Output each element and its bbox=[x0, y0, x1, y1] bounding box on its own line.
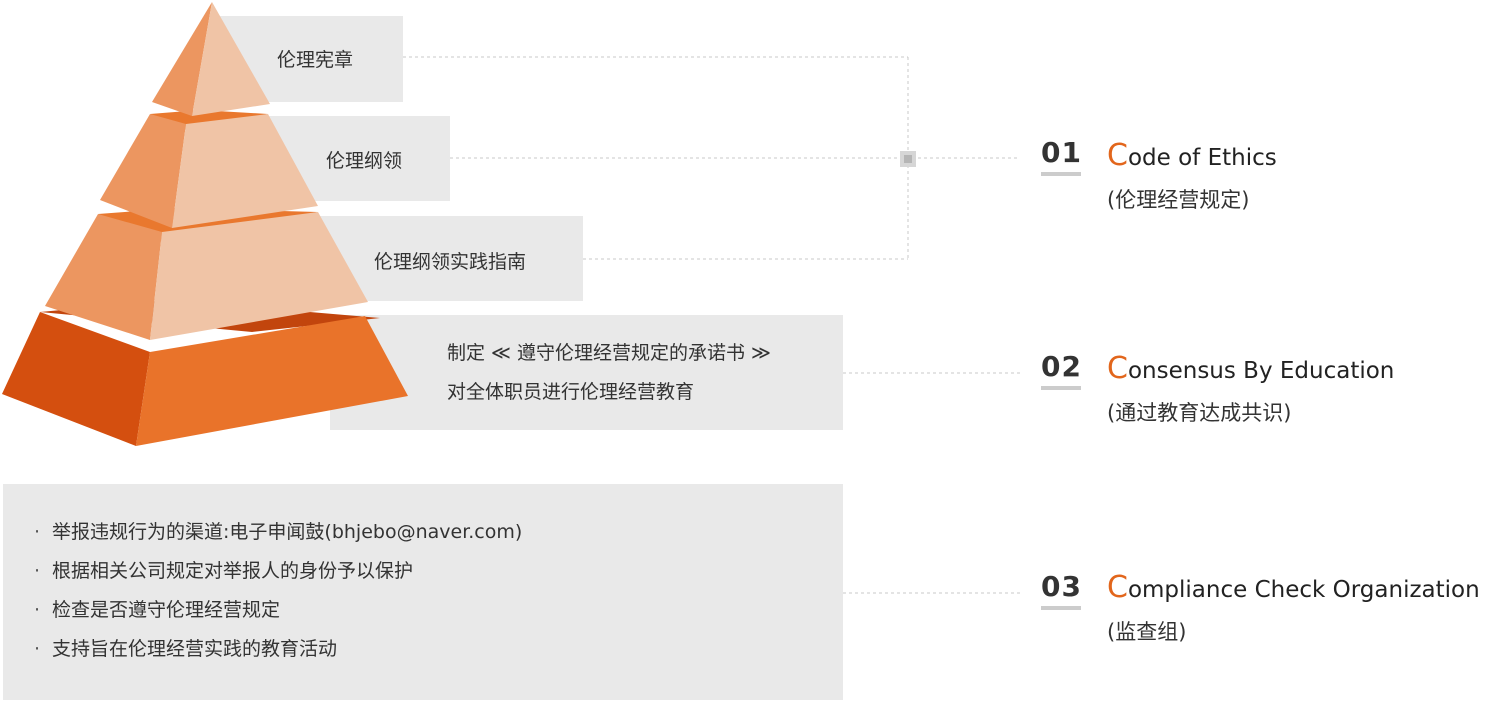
category-02-subtitle: (通过教育达成共识) bbox=[1107, 401, 1292, 425]
category-03-underline bbox=[1041, 606, 1081, 610]
pyramid bbox=[2, 2, 408, 446]
category-01-underline bbox=[1041, 172, 1081, 176]
bullet-icon: · bbox=[34, 560, 41, 582]
category-01-title: Code of Ethics bbox=[1107, 138, 1277, 173]
list-item: ·根据相关公司规定对举报人的身份予以保护 bbox=[34, 552, 522, 591]
category-03-subtitle: (监查组) bbox=[1107, 620, 1187, 644]
bullet-icon: · bbox=[34, 599, 41, 621]
level4-text: 制定 ≪ 遵守伦理经营规定的承诺书 ≫ 对全体职员进行伦理经营教育 bbox=[447, 334, 771, 412]
report-list: ·举报违规行为的渠道:电子申闻鼓(bhjebo@naver.com) ·根据相关… bbox=[34, 513, 522, 669]
level2-label: 伦理纲领 bbox=[326, 150, 403, 172]
report-box bbox=[3, 484, 843, 700]
category-03-number: 03 bbox=[1041, 570, 1082, 603]
level3-label: 伦理纲领实践指南 bbox=[374, 251, 527, 273]
category-01-number: 01 bbox=[1041, 136, 1082, 169]
level4-line2: 对全体职员进行伦理经营教育 bbox=[447, 381, 695, 403]
list-item: ·举报违规行为的渠道:电子申闻鼓(bhjebo@naver.com) bbox=[34, 513, 522, 552]
pyramid-tier3-side bbox=[45, 214, 162, 340]
bullet-icon: · bbox=[34, 638, 41, 660]
category-01-subtitle: (伦理经营规定) bbox=[1107, 188, 1250, 212]
pyramid-tier1-front bbox=[192, 2, 270, 116]
level4-line1: 制定 ≪ 遵守伦理经营规定的承诺书 ≫ bbox=[447, 342, 771, 364]
list-item: ·检查是否遵守伦理经营规定 bbox=[34, 591, 522, 630]
pyramid-tier2-side bbox=[100, 114, 186, 228]
pyramid-tier3-front bbox=[150, 212, 368, 340]
category-02-title: Consensus By Education bbox=[1107, 351, 1395, 386]
level4-box bbox=[330, 315, 843, 430]
level1-label: 伦理宪章 bbox=[277, 49, 354, 71]
bullet-icon: · bbox=[34, 521, 41, 543]
pyramid-base-side bbox=[2, 312, 150, 446]
category-03-title: Compliance Check Organization bbox=[1107, 570, 1480, 605]
category-02-underline bbox=[1041, 386, 1081, 390]
pyramid-base-front bbox=[136, 316, 408, 446]
connector-junction-inner bbox=[904, 155, 912, 163]
pyramid-tier2-front bbox=[172, 114, 318, 228]
list-item: ·支持旨在伦理经营实践的教育活动 bbox=[34, 630, 522, 669]
category-02-number: 02 bbox=[1041, 350, 1082, 383]
